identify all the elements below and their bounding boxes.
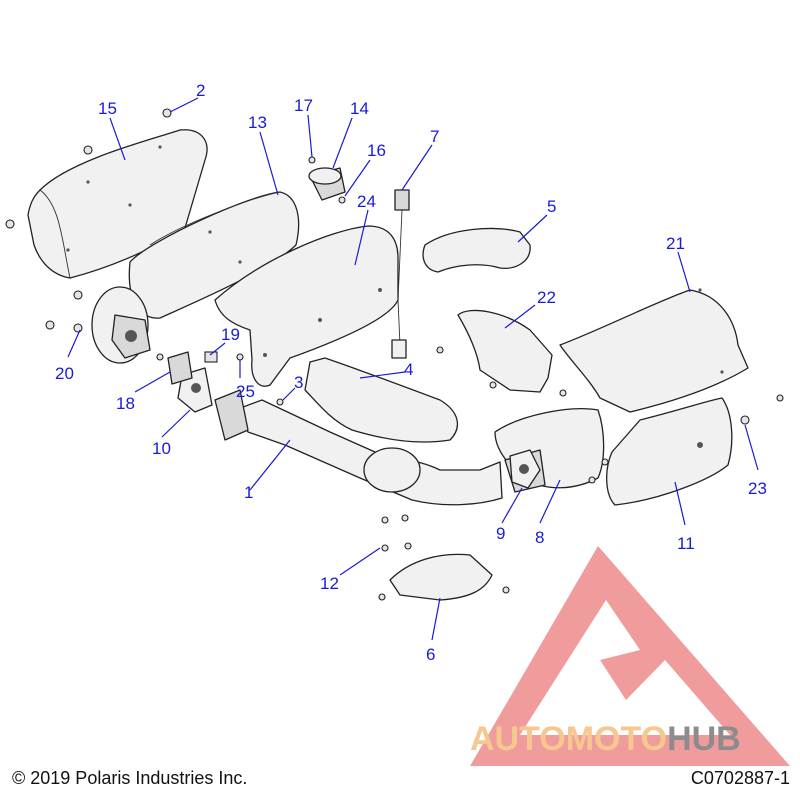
callout-15: 15 [98, 99, 117, 118]
svg-text:AUTOMOTOHUB: AUTOMOTOHUB [470, 720, 741, 758]
callout-16: 16 [367, 141, 386, 160]
callout-23: 23 [748, 479, 767, 498]
callout-8: 8 [535, 528, 544, 547]
callout-20: 20 [55, 364, 74, 383]
part-19-clip [204, 351, 218, 363]
callout-25: 25 [236, 382, 255, 401]
watermark-brand-part2: HUB [667, 720, 741, 758]
watermark-logo: AUTOMOTOHUB [470, 546, 790, 766]
callout-labels: 1 2 3 4 5 6 7 8 9 10 11 12 13 14 15 16 1… [55, 81, 767, 664]
callout-18: 18 [116, 394, 135, 413]
callout-17: 17 [294, 96, 313, 115]
part-21-large-shield [559, 288, 749, 413]
callout-19: 19 [221, 325, 240, 344]
part-5-elbow-shield [422, 227, 531, 273]
part-18-bumper [167, 351, 193, 385]
callout-14: 14 [350, 99, 369, 118]
callout-13: 13 [248, 113, 267, 132]
part-7-o2-sensor [391, 189, 410, 359]
part-11-lower-shield [606, 397, 733, 506]
callout-12: 12 [320, 574, 339, 593]
part-9-gasket [509, 449, 541, 489]
part-6-lower-bracket [389, 553, 493, 601]
callout-7: 7 [430, 127, 439, 146]
callout-22: 22 [537, 288, 556, 307]
diagram-id: C0702887-1 [690, 768, 790, 788]
callout-5: 5 [547, 197, 556, 216]
callout-24: 24 [357, 192, 376, 211]
watermark-brand-part1: AUTOMOTO [470, 720, 667, 758]
callout-3: 3 [294, 373, 303, 392]
callout-21: 21 [666, 234, 685, 253]
callout-4: 4 [404, 360, 413, 379]
watermark-triangle-icon [470, 546, 790, 766]
callout-10: 10 [152, 439, 171, 458]
copyright-notice: © 2019 Polaris Industries Inc. [12, 768, 248, 788]
fasteners [5, 108, 784, 601]
part-4-flat-shield [304, 357, 459, 443]
part-24-heat-shield [214, 225, 399, 387]
callout-6: 6 [426, 645, 435, 664]
part-13-muffler [91, 191, 300, 364]
leader-lines [67, 97, 759, 641]
callout-9: 9 [496, 524, 505, 543]
part-14-cap [308, 167, 346, 201]
callout-2: 2 [196, 81, 205, 100]
callout-11: 11 [677, 534, 695, 553]
part-22-bracket-shield [457, 309, 553, 393]
part-1-header-pipe [214, 389, 503, 506]
callout-1: 1 [244, 483, 253, 502]
